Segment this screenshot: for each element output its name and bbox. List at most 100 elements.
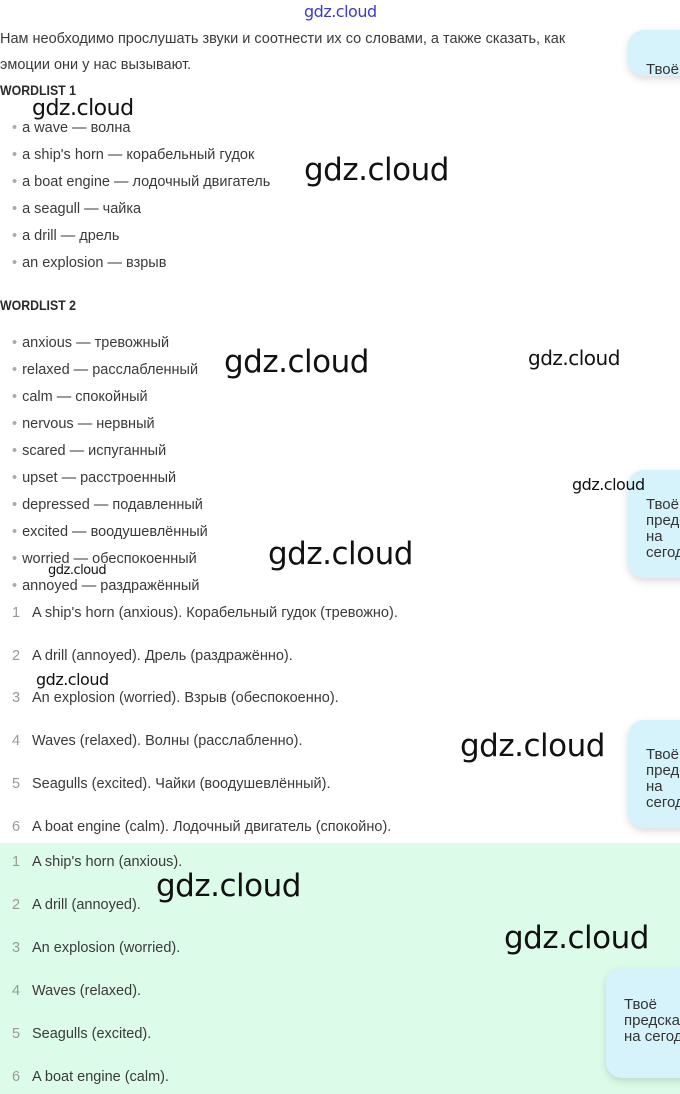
watermark: gdz.cloud: [572, 475, 645, 494]
watermark: gdz.cloud: [504, 920, 649, 956]
wordlist-item: •a ship's horn — корабельный гудок: [12, 146, 254, 164]
answer-number: 4: [12, 733, 21, 749]
wordlist-item: •relaxed — расслабленный: [12, 361, 198, 379]
answer-text: Waves (relaxed).: [32, 983, 142, 999]
bubble-text: Твоё: [624, 996, 657, 1013]
answer-number: 6: [12, 819, 21, 835]
answer-text: Seagulls (excited). Чайки (воодушевлённы…: [32, 776, 331, 792]
answer-number: 1: [12, 854, 21, 870]
bullet-icon: •: [12, 470, 18, 486]
answer-item: 1 A ship's horn (anxious). Корабельный гу…: [12, 604, 398, 622]
answer-text: An explosion (worried). Взрыв (обеспокое…: [32, 690, 339, 706]
word-text: relaxed — расслабленный: [22, 362, 199, 378]
bullet-icon: •: [12, 228, 18, 244]
answer-item: 6 A boat engine (calm).: [12, 1068, 169, 1086]
answer-text: A boat engine (calm).: [32, 1069, 170, 1085]
bullet-icon: •: [12, 201, 18, 217]
bubble-text: на сегодня: [646, 528, 680, 561]
answer-number: 2: [12, 648, 21, 664]
bubble-text: предсказание: [646, 512, 680, 529]
answer-number: 4: [12, 983, 21, 999]
bullet-icon: •: [12, 335, 18, 351]
bullet-icon: •: [12, 524, 18, 540]
answer-item: 3 An explosion (worried).: [12, 939, 180, 957]
bubble-text: Твоё: [646, 496, 679, 513]
answer-item: 4 Waves (relaxed). Волны (расслабленно).: [12, 732, 303, 750]
answer-highlight: [0, 843, 680, 1094]
word-text: excited — воодушевлённый: [22, 524, 208, 540]
bullet-icon: •: [12, 174, 18, 190]
watermark: gdz.cloud: [36, 670, 109, 689]
answer-item: 5 Seagulls (excited).: [12, 1025, 151, 1043]
prediction-bubble[interactable]: Твоёпредсказаниена сегодня: [606, 968, 680, 1078]
bubble-text: на сегодня: [624, 1028, 680, 1045]
watermark: gdz.cloud: [460, 728, 605, 764]
bullet-icon: •: [12, 416, 18, 432]
answer-number: 1: [12, 605, 21, 621]
bubble-text: предсказание: [646, 762, 680, 779]
answer-item: 2 A drill (annoyed).: [12, 896, 141, 914]
prediction-bubble[interactable]: Твоёпредсказаниена сегодня: [628, 720, 680, 828]
watermark: gdz.cloud: [304, 152, 449, 188]
answer-number: 2: [12, 897, 21, 913]
word-text: a ship's horn — корабельный гудок: [22, 147, 255, 163]
watermark: gdz.cloud: [528, 346, 620, 370]
word-text: annoyed — раздражённый: [22, 578, 200, 594]
answer-number: 3: [12, 940, 21, 956]
answer-text: A drill (annoyed). Дрель (раздражённо).: [32, 648, 293, 664]
wordlist-item: •scared — испуганный: [12, 442, 166, 460]
answer-text: A drill (annoyed).: [32, 897, 141, 913]
word-text: calm — спокойный: [22, 389, 148, 405]
answer-item: 5 Seagulls (excited). Чайки (воодушевлённ…: [12, 775, 330, 793]
answer-text: A ship's horn (anxious). Корабельный гуд…: [32, 605, 398, 621]
answer-number: 3: [12, 690, 21, 706]
prediction-bubble[interactable]: Твоёпредсказаниена сегодня: [628, 470, 680, 578]
bullet-icon: •: [12, 362, 18, 378]
wordlist-item: •depressed — подавленный: [12, 496, 203, 514]
word-text: nervous — нервный: [22, 416, 155, 432]
answer-number: 5: [12, 1026, 21, 1042]
answer-text: An explosion (worried).: [32, 940, 181, 956]
wordlist-item: •a drill — дрель: [12, 227, 119, 245]
wordlist-item: •a wave — волна: [12, 119, 130, 137]
wordlist-item: •anxious — тревожный: [12, 334, 169, 352]
answer-item: 3 An explosion (worried). Взрыв (обеспоко…: [12, 689, 339, 707]
bullet-icon: •: [12, 551, 18, 567]
answer-text: Waves (relaxed). Волны (расслабленно).: [32, 733, 303, 749]
answer-number: 5: [12, 776, 21, 792]
watermark: gdz.cloud: [48, 563, 107, 578]
bullet-icon: •: [12, 578, 18, 594]
word-text: a seagull — чайка: [22, 201, 142, 217]
word-text: anxious — тревожный: [22, 335, 170, 351]
answer-number: 6: [12, 1069, 21, 1085]
bubble-text: Твоё: [646, 61, 679, 77]
watermark: gdz.cloud: [304, 2, 377, 21]
answer-item: 4 Waves (relaxed).: [12, 982, 141, 1000]
answer-text: Seagulls (excited).: [32, 1026, 152, 1042]
wordlist2-title: WORDLIST 2: [0, 297, 76, 313]
watermark: gdz.cloud: [268, 536, 413, 572]
word-text: a boat engine — лодочный двигатель: [22, 174, 271, 190]
bullet-icon: •: [12, 120, 18, 136]
wordlist-item: •a seagull — чайка: [12, 200, 141, 218]
word-text: a wave — волна: [22, 120, 131, 136]
prediction-bubble[interactable]: Твоё: [628, 30, 680, 76]
wordlist1-title: WORDLIST 1: [0, 82, 76, 98]
answer-text: A ship's horn (anxious).: [32, 854, 183, 870]
word-text: an explosion — взрыв: [22, 255, 167, 271]
answer-text: A boat engine (calm). Лодочный двигатель…: [32, 819, 392, 835]
bubble-text: Твоё: [646, 746, 679, 763]
intro-text-2: эмоции они у нас вызывают.: [0, 57, 192, 73]
watermark: gdz.cloud: [156, 868, 301, 904]
watermark: gdz.cloud: [224, 344, 369, 380]
word-text: depressed — подавленный: [22, 497, 203, 513]
bubble-text: на сегодня: [646, 778, 680, 811]
bullet-icon: •: [12, 497, 18, 513]
bubble-text: предсказание: [624, 1012, 680, 1029]
wordlist-item: •calm — спокойный: [12, 388, 148, 406]
bullet-icon: •: [12, 443, 18, 459]
bullet-icon: •: [12, 389, 18, 405]
word-text: upset — расстроенный: [22, 470, 177, 486]
word-text: scared — испуганный: [22, 443, 167, 459]
wordlist-item: •nervous — нервный: [12, 415, 155, 433]
